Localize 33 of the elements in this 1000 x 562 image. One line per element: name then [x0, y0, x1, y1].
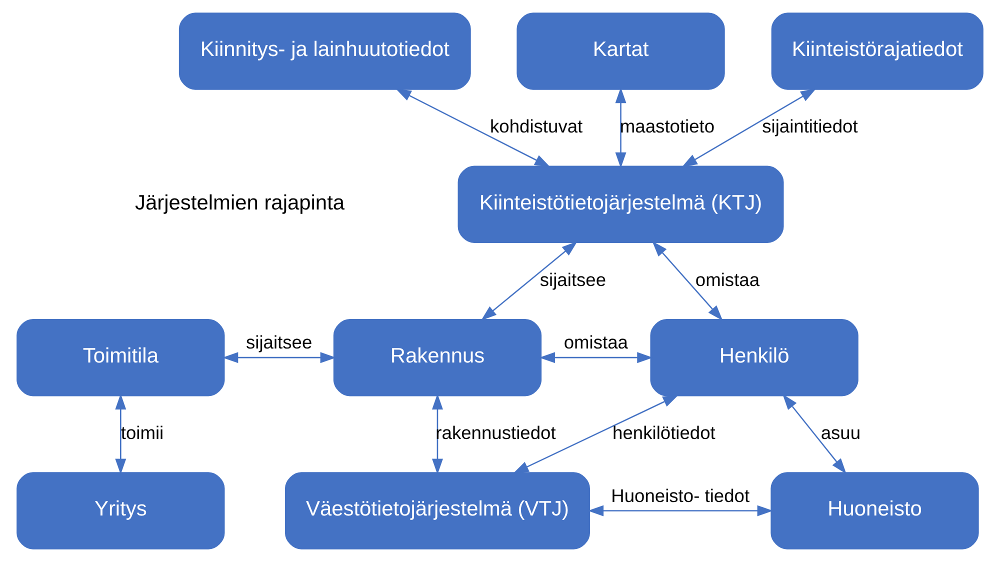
arrow — [115, 394, 126, 474]
node-box: Kartat — [516, 12, 725, 90]
arrow — [588, 505, 774, 516]
node-box: Väestötietojärjestelmä (VTJ) — [284, 472, 590, 550]
node-box: Toimitila — [16, 318, 225, 396]
edge-label: sijaintitiedot — [762, 116, 858, 137]
edge-label: kohdistuvat — [490, 116, 583, 137]
edge-label: sijaitsee — [246, 332, 312, 353]
arrow — [682, 88, 816, 168]
arrow — [539, 352, 653, 364]
arrow — [512, 394, 679, 474]
edge-label: omistaa — [564, 332, 628, 353]
edge-label: omistaa — [695, 268, 760, 290]
arrow — [432, 394, 443, 474]
edge-label: asuu — [820, 422, 861, 444]
arrow — [615, 87, 626, 168]
node-box: Kiinteistörajatiedot — [771, 12, 984, 90]
node-box: Henkilö — [650, 318, 858, 396]
node-box: Rakennus — [333, 318, 542, 396]
node-box: Kiinnitys- ja lainhuutotiedot — [178, 12, 471, 90]
node-box: Kiinteistötietojärjestelmä (KTJ) — [458, 166, 784, 244]
edge-label: Huoneisto- tiedot — [611, 484, 750, 506]
edge-label: sijaitsee — [540, 268, 606, 290]
edge-label: toimii — [120, 422, 164, 444]
arrow — [652, 241, 723, 321]
edge-label: henkilötiedot — [612, 422, 716, 444]
arrow — [222, 352, 336, 364]
arrow — [480, 241, 578, 321]
arrow — [396, 88, 550, 168]
node-box: Huoneisto — [770, 472, 979, 550]
node-box: Yritys — [16, 472, 225, 550]
arrow — [782, 394, 846, 474]
label: Järjestelmien rajapinta — [135, 191, 345, 214]
